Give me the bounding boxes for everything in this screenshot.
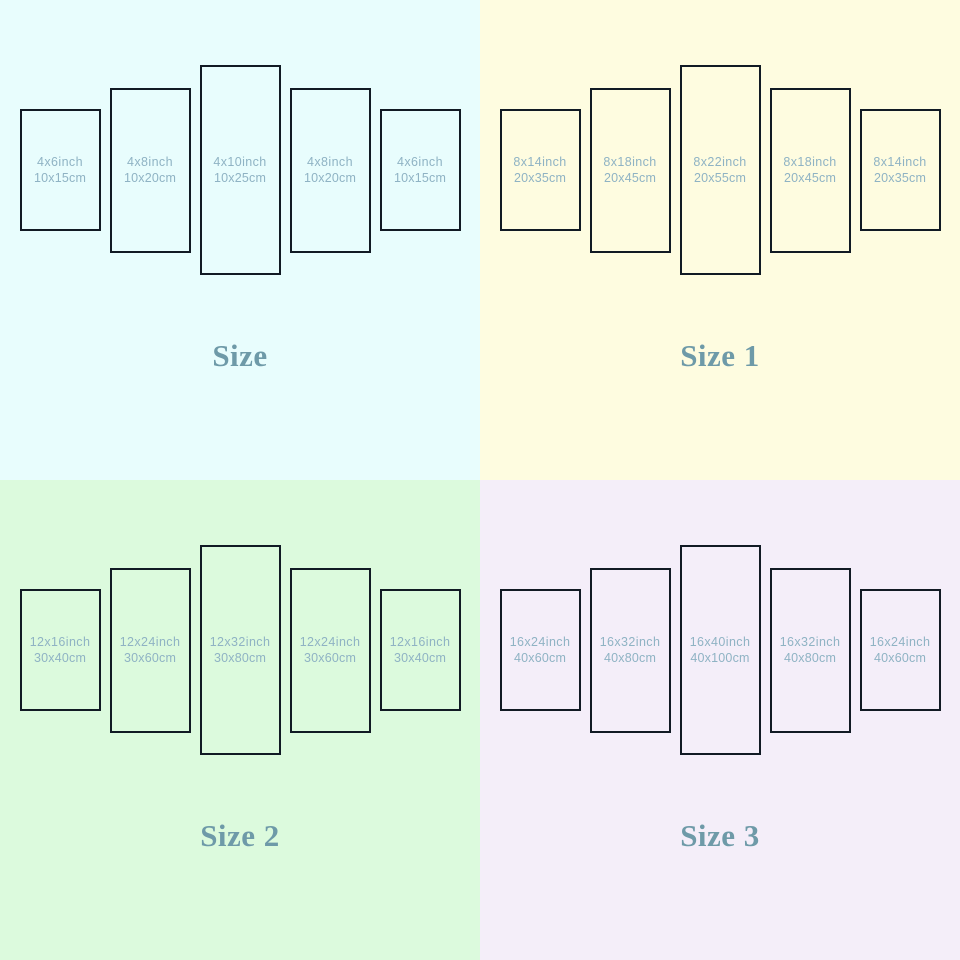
panel-size-cm: 10x20cm — [123, 171, 177, 185]
panel-size-cm: 30x40cm — [393, 651, 447, 665]
panel-size-inches: 12x16inch — [29, 635, 91, 649]
panel-size-cm: 30x40cm — [33, 651, 87, 665]
panel-size-cm: 10x15cm — [393, 171, 447, 185]
panel-size-cm: 40x60cm — [513, 651, 567, 665]
panel-size-inches: 12x24inch — [119, 635, 181, 649]
quadrant-size: 4x6inch 10x15cm 4x8inch 10x20cm 4x10inch 10x2… — [0, 0, 480, 480]
panel-size-label: 4x6inch 10x15cm — [368, 154, 472, 186]
panel-size-inches: 16x24inch — [509, 635, 571, 649]
panel-size-label: 4x8inch 10x20cm — [278, 154, 382, 186]
panel-size-cm: 10x15cm — [33, 171, 87, 185]
quadrant-title-size-2: Size 2 — [200, 818, 280, 853]
panel-size-label: 12x16inch 30x40cm — [8, 634, 112, 666]
canvas-panel[interactable]: 8x22inch 20x55cm — [679, 65, 761, 275]
panel-group-size: 4x6inch 10x15cm 4x8inch 10x20cm 4x10inch 10x2… — [0, 0, 480, 340]
quadrant-title-size: Size — [212, 338, 268, 373]
panel-size-label: 16x24inch 40x60cm — [488, 634, 592, 666]
canvas-panel[interactable]: 8x14inch 20x35cm — [499, 109, 581, 231]
panel-size-label: 4x6inch 10x15cm — [8, 154, 112, 186]
canvas-panel[interactable]: 12x16inch 30x40cm — [19, 589, 101, 711]
panel-size-inches: 16x32inch — [779, 635, 841, 649]
panel-size-cm: 20x55cm — [693, 171, 747, 185]
panel-size-inches: 8x14inch — [513, 155, 567, 169]
panel-size-label: 4x10inch 10x25cm — [188, 154, 292, 186]
panel-size-label: 8x18inch 20x45cm — [758, 154, 862, 186]
panel-group-size-1: 8x14inch 20x35cm 8x18inch 20x45cm 8x22inch 20… — [480, 0, 960, 340]
panel-size-inches: 4x6inch — [397, 155, 443, 169]
panel-size-label: 12x32inch 30x80cm — [188, 634, 292, 666]
panel-size-label: 12x24inch 30x60cm — [278, 634, 382, 666]
panel-size-cm: 20x35cm — [873, 171, 927, 185]
canvas-panel[interactable]: 16x32inch 40x80cm — [589, 567, 671, 733]
panel-size-cm: 40x80cm — [603, 651, 657, 665]
panel-size-cm: 30x80cm — [213, 651, 267, 665]
canvas-panel[interactable]: 4x6inch 10x15cm — [379, 109, 461, 231]
panel-size-cm: 10x25cm — [213, 171, 267, 185]
panel-size-cm: 20x45cm — [783, 171, 837, 185]
panel-size-inches: 16x32inch — [599, 635, 661, 649]
panel-size-cm: 20x45cm — [603, 171, 657, 185]
canvas-panel[interactable]: 8x14inch 20x35cm — [859, 109, 941, 231]
quadrant-size-3: 16x24inch 40x60cm 16x32inch 40x80cm 16x40inc… — [480, 480, 960, 960]
canvas-panel[interactable]: 16x32inch 40x80cm — [769, 567, 851, 733]
panel-size-inches: 16x24inch — [869, 635, 931, 649]
canvas-panel[interactable]: 4x8inch 10x20cm — [109, 87, 191, 253]
quadrant-title-size-3: Size 3 — [680, 818, 760, 853]
panel-size-cm: 20x35cm — [513, 171, 567, 185]
panel-size-label: 16x24inch 40x60cm — [848, 634, 952, 666]
quadrant-size-2: 12x16inch 30x40cm 12x24inch 30x60cm 12x32inc… — [0, 480, 480, 960]
panel-size-cm: 10x20cm — [303, 171, 357, 185]
panel-size-inches: 4x8inch — [307, 155, 353, 169]
canvas-panel[interactable]: 8x18inch 20x45cm — [589, 87, 671, 253]
panel-size-label: 8x18inch 20x45cm — [578, 154, 682, 186]
panel-size-label: 4x8inch 10x20cm — [98, 154, 202, 186]
panel-size-label: 8x14inch 20x35cm — [848, 154, 952, 186]
panel-size-inches: 8x14inch — [873, 155, 927, 169]
panel-size-inches: 4x6inch — [37, 155, 83, 169]
canvas-panel[interactable]: 12x24inch 30x60cm — [289, 567, 371, 733]
panel-size-inches: 16x40inch — [689, 635, 751, 649]
panel-group-size-2: 12x16inch 30x40cm 12x24inch 30x60cm 12x32inc… — [0, 480, 480, 820]
panel-size-inches: 12x24inch — [299, 635, 361, 649]
canvas-panel[interactable]: 16x24inch 40x60cm — [499, 589, 581, 711]
canvas-panel[interactable]: 4x8inch 10x20cm — [289, 87, 371, 253]
panel-size-label: 8x14inch 20x35cm — [488, 154, 592, 186]
quadrant-title-size-1: Size 1 — [680, 338, 760, 373]
panel-size-inches: 8x18inch — [783, 155, 837, 169]
panel-size-cm: 40x100cm — [690, 651, 750, 665]
canvas-panel[interactable]: 12x16inch 30x40cm — [379, 589, 461, 711]
panel-size-label: 16x40inch 40x100cm — [668, 634, 772, 666]
canvas-panel[interactable]: 4x10inch 10x25cm — [199, 65, 281, 275]
panel-size-inches: 8x22inch — [693, 155, 747, 169]
panel-size-inches: 4x8inch — [127, 155, 173, 169]
panel-size-inches: 12x32inch — [209, 635, 271, 649]
canvas-panel[interactable]: 12x32inch 30x80cm — [199, 545, 281, 755]
panel-size-cm: 30x60cm — [123, 651, 177, 665]
canvas-panel[interactable]: 16x24inch 40x60cm — [859, 589, 941, 711]
panel-size-inches: 12x16inch — [389, 635, 451, 649]
panel-size-label: 12x16inch 30x40cm — [368, 634, 472, 666]
canvas-panel[interactable]: 16x40inch 40x100cm — [679, 545, 761, 755]
panel-size-cm: 40x60cm — [873, 651, 927, 665]
panel-size-cm: 30x60cm — [303, 651, 357, 665]
panel-size-label: 12x24inch 30x60cm — [98, 634, 202, 666]
panel-size-label: 8x22inch 20x55cm — [668, 154, 772, 186]
panel-group-size-3: 16x24inch 40x60cm 16x32inch 40x80cm 16x40inc… — [480, 480, 960, 820]
canvas-panel[interactable]: 4x6inch 10x15cm — [19, 109, 101, 231]
canvas-panel[interactable]: 12x24inch 30x60cm — [109, 567, 191, 733]
panel-size-inches: 8x18inch — [603, 155, 657, 169]
panel-size-cm: 40x80cm — [783, 651, 837, 665]
quadrant-size-1: 8x14inch 20x35cm 8x18inch 20x45cm 8x22inch 20… — [480, 0, 960, 480]
panel-size-inches: 4x10inch — [213, 155, 267, 169]
canvas-panel[interactable]: 8x18inch 20x45cm — [769, 87, 851, 253]
panel-size-label: 16x32inch 40x80cm — [758, 634, 862, 666]
panel-size-label: 16x32inch 40x80cm — [578, 634, 682, 666]
